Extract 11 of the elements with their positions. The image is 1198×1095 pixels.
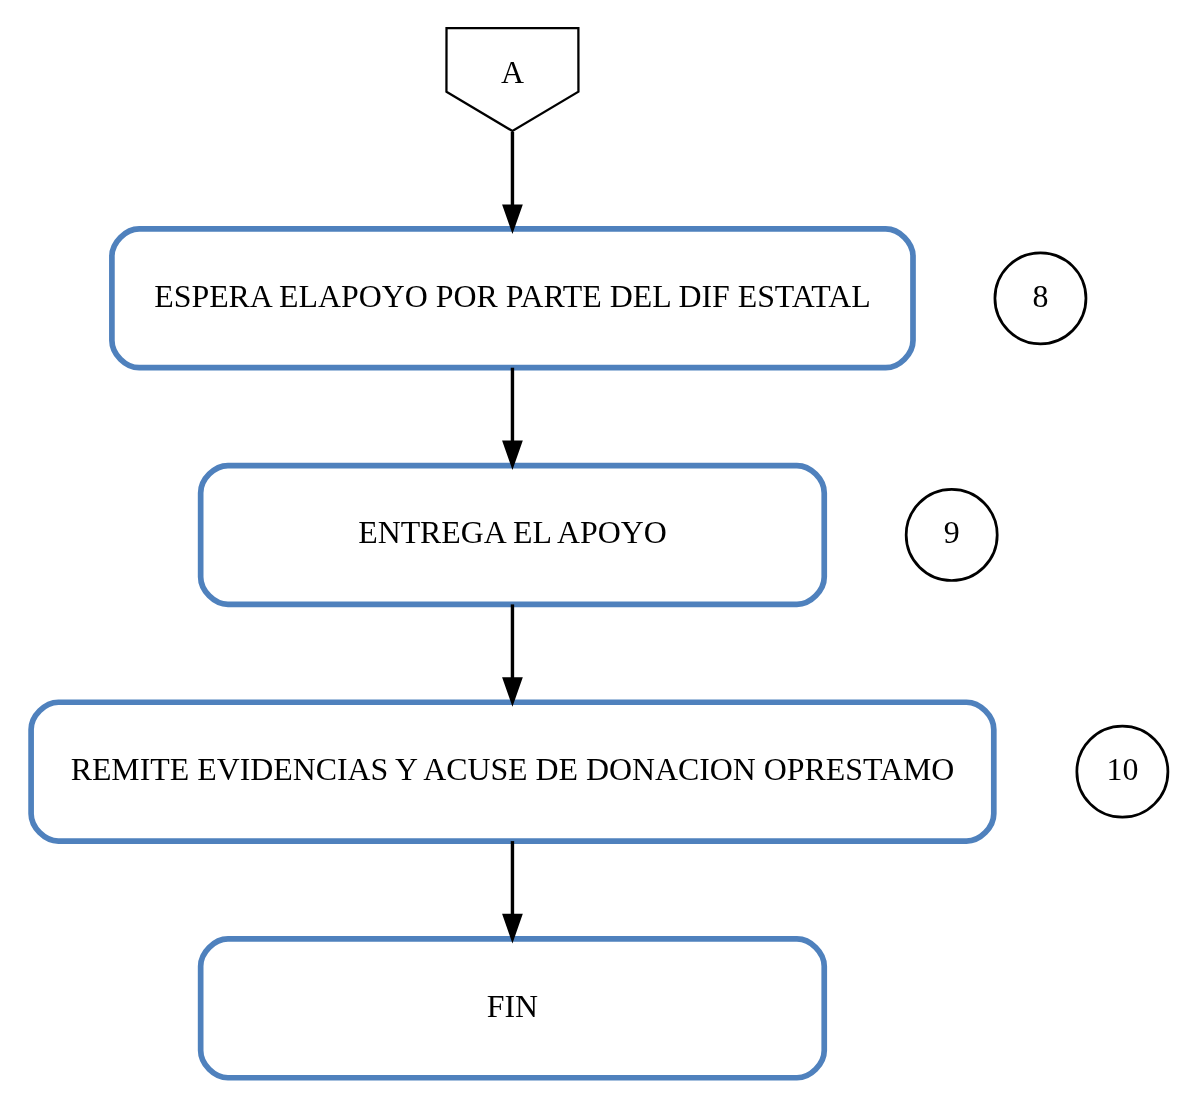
- arrow: [501, 841, 523, 944]
- node-circle: 8: [993, 251, 1087, 346]
- arrow: [501, 367, 523, 471]
- node-box: ESPERA ELAPOYO POR PARTE DEL DIF ESTATAL: [108, 226, 916, 371]
- arrow: [501, 604, 523, 707]
- node-box: ENTREGA EL APOYO: [197, 462, 827, 608]
- arrow: [501, 131, 523, 235]
- node-circle: 9: [904, 488, 999, 582]
- node-box: FIN: [197, 936, 827, 1081]
- node-circle: 10: [1075, 724, 1169, 819]
- node-box: REMITE EVIDENCIAS Y ACUSE DE DONACION OPRESTAMO: [27, 699, 997, 844]
